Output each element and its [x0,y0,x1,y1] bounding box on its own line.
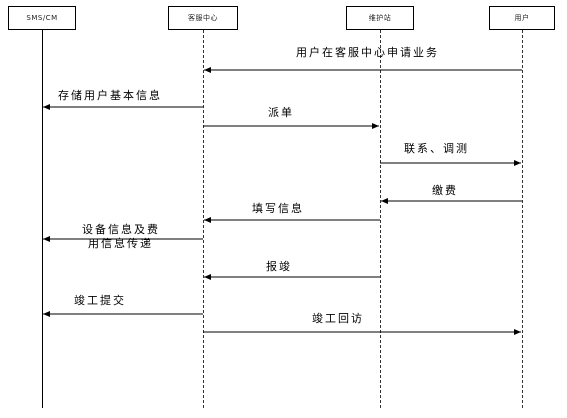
message-label-m8: 报竣 [266,260,292,273]
message-label-m7-line1: 设备信息及费 [82,223,160,236]
message-label-m7-line2: 用信息传递 [88,237,153,250]
message-label-m6: 填写信息 [252,202,304,215]
message-label-m5: 缴费 [432,184,458,197]
message-label-m3: 派单 [268,106,294,119]
actor-user: 用户 [489,6,555,30]
message-label-m2: 存储用户基本信息 [58,89,162,102]
lifeline-user [522,30,523,408]
lifeline-sms-cm [42,30,43,408]
message-label-m1: 用户在客服中心申请业务 [296,46,439,59]
actor-sms-cm: SMS/CM [8,6,76,30]
message-label-m9: 竣工提交 [74,294,126,307]
lifeline-customer-service-center [203,30,204,408]
message-label-m10: 竣工回访 [312,312,364,325]
actor-customer-service-center: 客服中心 [168,6,238,30]
message-label-m4: 联系、调测 [404,142,469,155]
lifeline-maintenance-station [380,30,381,408]
actor-maintenance-station: 维护站 [346,6,414,30]
